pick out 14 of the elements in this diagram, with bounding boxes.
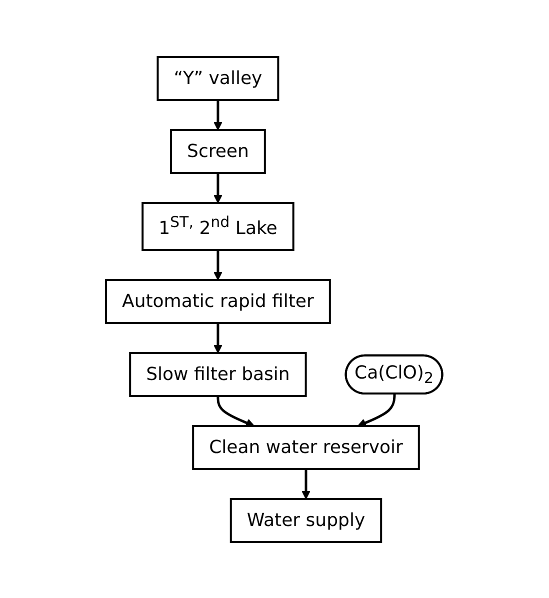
arrow [217, 396, 255, 427]
node-box: Water supply [230, 498, 382, 542]
arrow [214, 250, 223, 280]
node-box: “Y” valley [157, 56, 280, 100]
node-box: Slow filter basin [129, 352, 308, 396]
node-box: Screen [170, 128, 266, 174]
arrow [214, 322, 223, 353]
node-box: Clean water reservoir [192, 424, 420, 470]
node-box: Automatic rapid filter [105, 278, 332, 324]
arrow [358, 394, 396, 427]
arrow [214, 172, 223, 203]
arrow [214, 100, 223, 130]
node-box: 1$^{ST,}$ 2$^{nd}$ Lake [142, 202, 295, 250]
arrow [302, 468, 311, 499]
